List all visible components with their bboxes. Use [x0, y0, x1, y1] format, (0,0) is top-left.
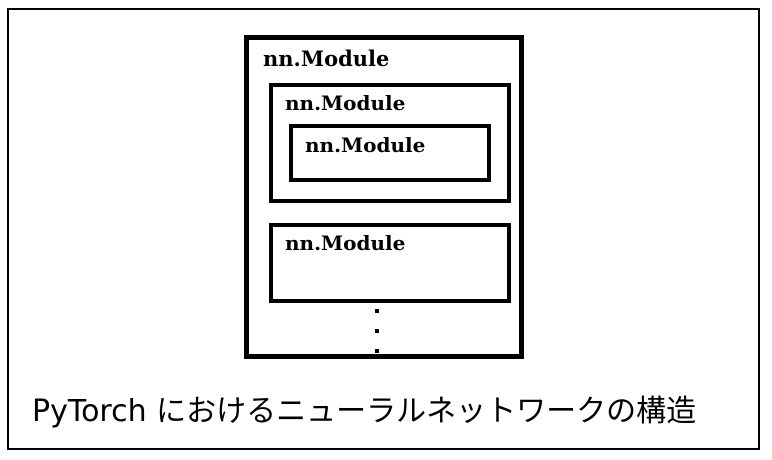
- module-label-child-1: nn.Module: [285, 91, 406, 115]
- ellipsis-dot: [375, 309, 379, 313]
- module-label-child-2: nn.Module: [285, 231, 406, 255]
- vertical-ellipsis-icon: [373, 309, 381, 353]
- module-box-outer: nn.Module nn.Module nn.Module nn.Module: [244, 35, 524, 359]
- ellipsis-dot: [375, 349, 379, 353]
- figure-caption: PyTorch におけるニューラルネットワークの構造: [32, 394, 697, 429]
- module-box-child-1: nn.Module nn.Module: [269, 83, 511, 203]
- module-box-child-2: nn.Module: [269, 223, 511, 303]
- figure-frame: nn.Module nn.Module nn.Module nn.Module …: [7, 8, 760, 450]
- module-label-outer: nn.Module: [263, 46, 390, 71]
- module-box-grandchild-1: nn.Module: [289, 124, 491, 182]
- ellipsis-dot: [375, 329, 379, 333]
- module-label-grandchild-1: nn.Module: [305, 133, 426, 157]
